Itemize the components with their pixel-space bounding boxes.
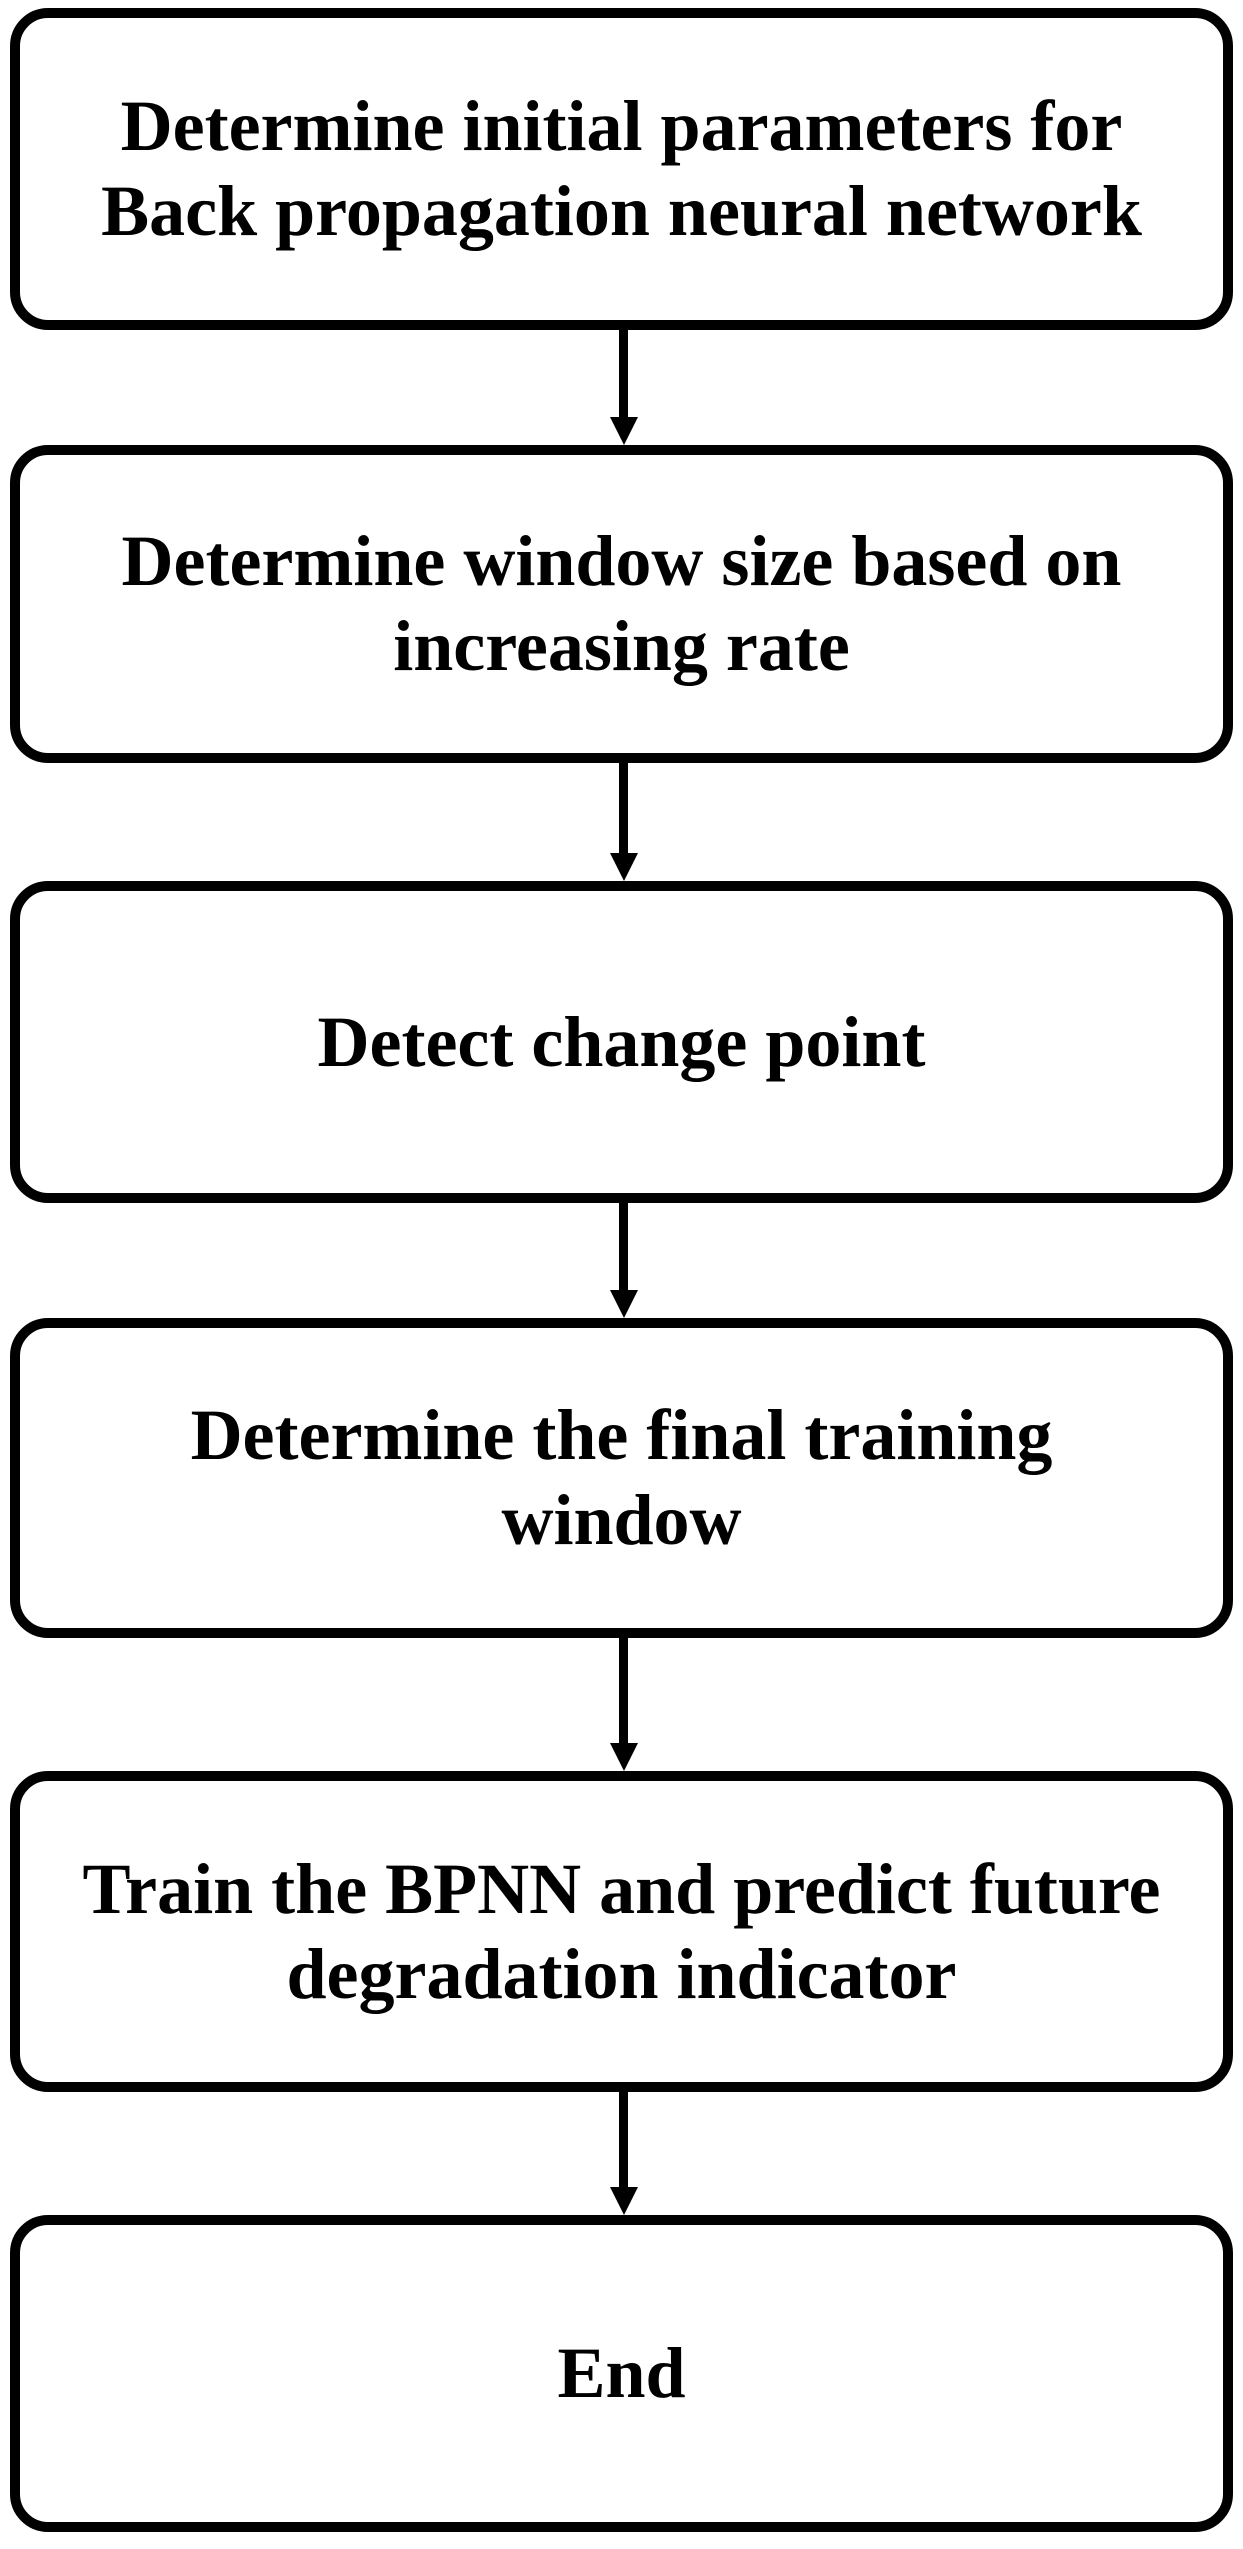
node-end-line-1: End xyxy=(557,2333,686,2413)
flowchart-node-step-2: Determine window size based on increasin… xyxy=(10,445,1233,763)
node-step-4-line-1: Determine the final training xyxy=(190,1395,1053,1475)
flowchart-edge-5 xyxy=(610,2090,638,2215)
node-step-1-line-2: Back propagation neural network xyxy=(101,171,1142,251)
flowchart-node-step-1: Determine initial parameters for Back pr… xyxy=(10,8,1233,330)
flowchart-node-step-3: Detect change point xyxy=(10,881,1233,1203)
arrow-shaft xyxy=(619,761,628,855)
node-step-2-line-1: Determine window size based on xyxy=(121,521,1122,601)
arrow-down-icon xyxy=(610,2187,638,2215)
node-step-3-line-1: Detect change point xyxy=(317,1001,926,1082)
arrow-shaft xyxy=(619,2090,628,2189)
flowchart-edge-2 xyxy=(610,761,638,881)
flowchart-edge-3 xyxy=(610,1201,638,1318)
arrow-shaft xyxy=(619,328,628,419)
flowchart-node-end: End xyxy=(10,2215,1233,2532)
arrow-down-icon xyxy=(610,853,638,881)
flowchart-edge-1 xyxy=(610,328,638,445)
node-step-2-line-2: increasing rate xyxy=(393,606,850,686)
arrow-down-icon xyxy=(610,1743,638,1771)
node-step-4-line-2: window xyxy=(501,1480,742,1560)
flowchart-node-step-5: Train the BPNN and predict future degrad… xyxy=(10,1771,1233,2092)
node-step-5-line-1: Train the BPNN and predict future xyxy=(82,1848,1161,1929)
arrow-down-icon xyxy=(610,417,638,445)
arrow-shaft xyxy=(619,1636,628,1745)
arrow-down-icon xyxy=(610,1290,638,1318)
flowchart-node-step-4: Determine the final training window xyxy=(10,1318,1233,1638)
node-step-5-line-2: degradation indicator xyxy=(286,1933,957,2014)
flowchart-edge-4 xyxy=(610,1636,638,1771)
node-step-1-line-1: Determine initial parameters for xyxy=(120,86,1123,166)
arrow-shaft xyxy=(619,1201,628,1292)
